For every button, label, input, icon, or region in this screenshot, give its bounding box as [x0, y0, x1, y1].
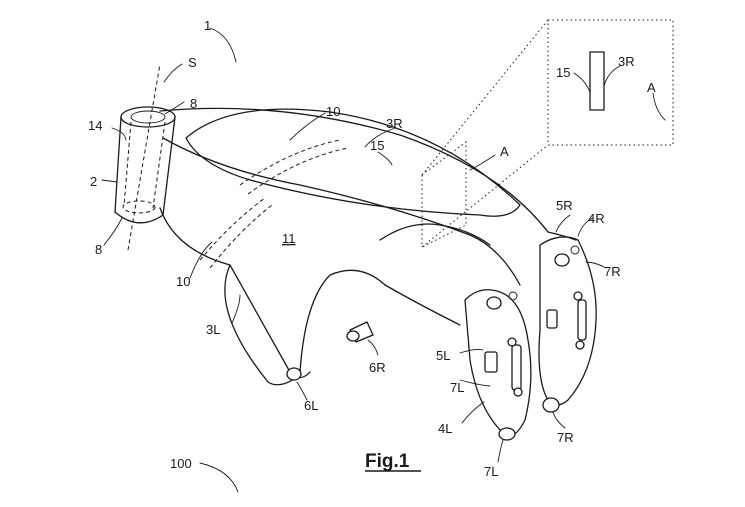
label-a-inset: A [647, 80, 656, 95]
label-4l: 4L [438, 421, 452, 436]
label-11: 11 [282, 231, 296, 246]
internal-reinforcements [199, 139, 349, 269]
reference-labels: 1 S 8 14 2 8 10 10 3R 15 A 11 3L 6R 6L 5… [88, 18, 656, 479]
label-4r: 4R [588, 211, 605, 226]
dropout-left [464, 289, 532, 441]
label-8-top: 8 [190, 96, 197, 111]
inset-label-3r: 3R [618, 54, 635, 69]
label-5r: 5R [556, 198, 573, 213]
label-15: 15 [370, 138, 384, 153]
label-14: 14 [88, 118, 102, 133]
label-8-bottom: 8 [95, 242, 102, 257]
label-1: 1 [204, 18, 211, 33]
head-tube [114, 63, 176, 251]
label-3l: 3L [206, 322, 220, 337]
inset-label-15: 15 [556, 65, 570, 80]
label-7l-upper: 7L [450, 380, 464, 395]
label-7l-lower: 7L [484, 464, 498, 479]
label-a-section: A [500, 144, 509, 159]
label-s: S [188, 55, 197, 70]
label-7r-lower: 7R [557, 430, 574, 445]
label-6r: 6R [369, 360, 386, 375]
leader-lines [101, 27, 666, 493]
label-6l: 6L [304, 398, 318, 413]
label-10-top: 10 [326, 104, 340, 119]
dropout-right [538, 236, 597, 413]
label-10-bottom: 10 [176, 274, 190, 289]
figure-caption: Fig.1 [365, 451, 421, 472]
label-5l: 5L [436, 348, 450, 363]
label-7r-upper: 7R [604, 264, 621, 279]
label-3r: 3R [386, 116, 403, 131]
label-100: 100 [170, 456, 192, 471]
caption-text: Fig.1 [365, 451, 410, 472]
section-a-projection [421, 19, 674, 248]
pins [286, 321, 374, 381]
label-2: 2 [90, 174, 97, 189]
